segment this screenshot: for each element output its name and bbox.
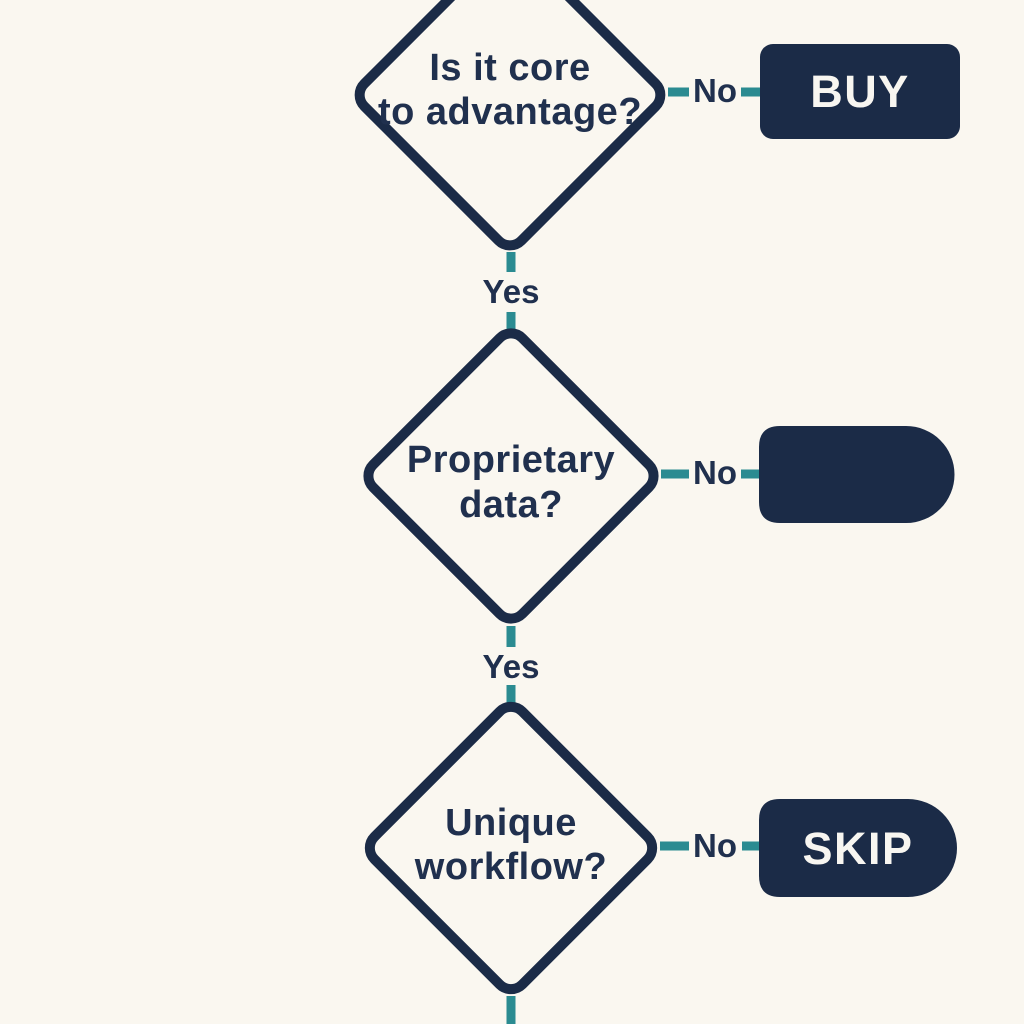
yes-label-1: Yes xyxy=(483,273,540,310)
decision-question-line: to advantage? xyxy=(378,91,642,133)
decision-question-line: workflow? xyxy=(414,846,607,888)
yes-label-2: Yes xyxy=(483,648,540,685)
terminal-blank-box xyxy=(759,425,955,523)
no-label-1: No xyxy=(693,72,737,109)
terminal-skip-box xyxy=(759,799,957,897)
decision-question-line: Proprietary xyxy=(407,439,615,481)
no-label-3: No xyxy=(693,827,737,864)
terminal-buy-box xyxy=(760,44,960,139)
terminal-buy-label: BUY xyxy=(810,66,910,117)
decision-question-line: Unique xyxy=(445,802,577,844)
no-label-2: No xyxy=(693,454,737,491)
decision-question-line: Is it core xyxy=(429,47,590,89)
decision-diamond-core-advantage xyxy=(354,0,666,251)
decision-diamond-unique-workflow xyxy=(364,701,658,995)
decision-question-line: data? xyxy=(459,484,563,526)
terminal-skip-label: SKIP xyxy=(802,823,913,874)
decision-diamond-proprietary-data xyxy=(363,328,659,624)
